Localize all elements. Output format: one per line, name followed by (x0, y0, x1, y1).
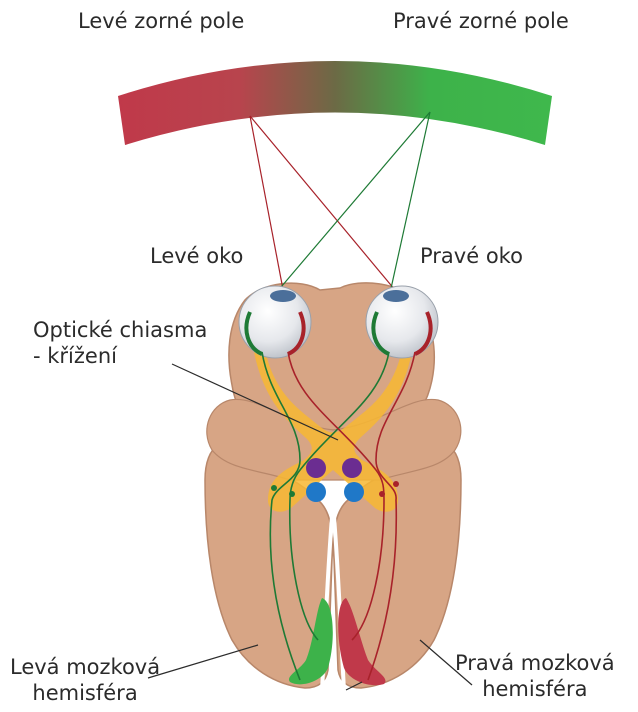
optic-chiasm-label-line2: - křížení (33, 343, 207, 369)
visual-field-arc (118, 61, 552, 145)
left-hemisphere-label-line2: hemisféra (10, 680, 160, 706)
right-hemisphere-label-line2: hemisféra (455, 676, 615, 702)
relay-node (379, 491, 385, 497)
nucleus-left-blue (306, 482, 326, 502)
nucleus-right-purple (342, 458, 362, 478)
left-hemisphere-label-line1: Levá mozková (10, 654, 160, 680)
left-eye-label: Levé oko (150, 243, 243, 269)
relay-node (271, 485, 277, 491)
optic-chiasm-label: Optické chiasma - křížení (33, 317, 207, 369)
right-eye-label: Pravé oko (420, 243, 523, 269)
right-hemisphere-label-line1: Pravá mozková (455, 650, 615, 676)
relay-node (393, 481, 399, 487)
right-visual-field-label: Pravé zorné pole (393, 8, 569, 34)
right-eye (366, 286, 438, 358)
relay-node (289, 491, 295, 497)
nucleus-right-blue (344, 482, 364, 502)
optic-chiasm-label-line1: Optické chiasma (33, 317, 207, 343)
left-hemisphere-label: Levá mozková hemisféra (10, 654, 160, 706)
left-visual-field-label: Levé zorné pole (78, 8, 244, 34)
light-rays (250, 112, 430, 302)
nucleus-left-purple (306, 458, 326, 478)
left-eye (239, 286, 311, 358)
right-hemisphere-label: Pravá mozková hemisféra (455, 650, 615, 702)
